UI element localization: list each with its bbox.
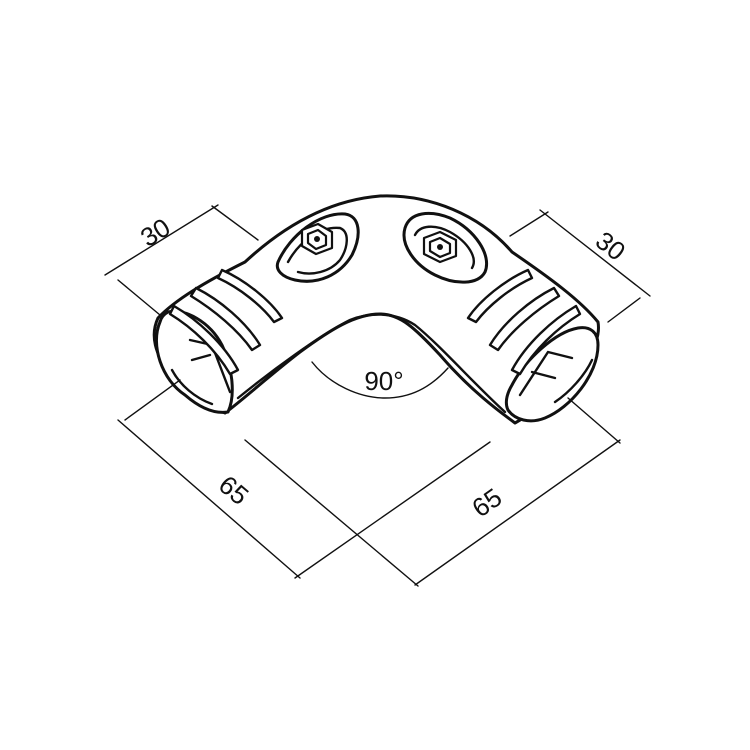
left-slot-3: [168, 304, 240, 376]
right-bolt-icon: [422, 230, 458, 264]
dim-left-length-ext-1: [124, 379, 181, 421]
right-tube-rim: [553, 358, 594, 404]
elbow-joint-body: [152, 194, 600, 425]
angle-arc: [311, 361, 449, 399]
inner-bend-edge: [236, 313, 507, 414]
dim-left-width-line: [104, 204, 219, 276]
left-slot-1: [216, 268, 284, 324]
dim-left-length-label: 65: [213, 469, 254, 511]
left-slot-2: [189, 286, 262, 352]
dim-right-width-ext-1: [509, 211, 549, 237]
dim-right-width-label: 30: [590, 225, 631, 266]
right-slot-1: [466, 268, 534, 324]
right-slot-3: [510, 304, 582, 376]
left-bolt-icon: [300, 222, 334, 256]
dim-right-width-line: [539, 209, 651, 297]
right-bolt-pocket-inner: [413, 225, 475, 270]
right-slot-2: [488, 286, 561, 352]
dim-left-length-ext-2: [294, 441, 491, 579]
dim-right-length-line: [414, 439, 621, 586]
angle-label: 90°: [364, 366, 403, 396]
dim-right-width-ext-2: [607, 297, 641, 323]
dim-right-length-label: 65: [466, 482, 507, 523]
right-tube-end: [504, 326, 600, 423]
left-tube-rim: [170, 368, 214, 406]
right-tube-slit: [518, 350, 574, 397]
dim-left-width-label: 30: [135, 212, 175, 253]
dimension-lines: [104, 204, 651, 587]
dim-left-width-ext-2: [211, 205, 259, 241]
dim-left-length-line: [117, 419, 301, 579]
dim-left-width-ext-1: [117, 279, 161, 316]
dim-right-length-ext-2: [567, 397, 621, 444]
dim-right-length-ext-1: [244, 439, 419, 587]
